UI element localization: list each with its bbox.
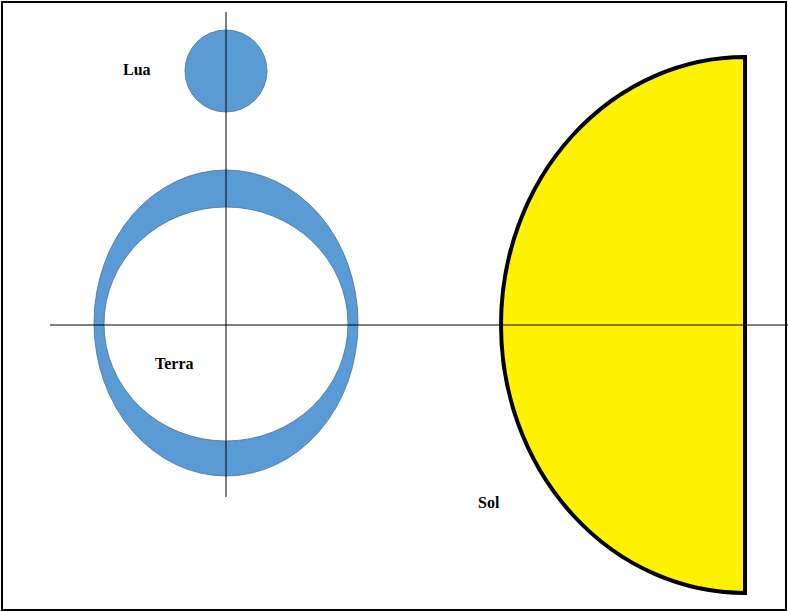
moon-label: Lua xyxy=(123,61,151,79)
vertical-axis xyxy=(226,12,227,497)
horizontal-axis xyxy=(50,325,788,326)
sun-label: Sol xyxy=(478,494,499,512)
earth-label: Terra xyxy=(155,355,194,373)
